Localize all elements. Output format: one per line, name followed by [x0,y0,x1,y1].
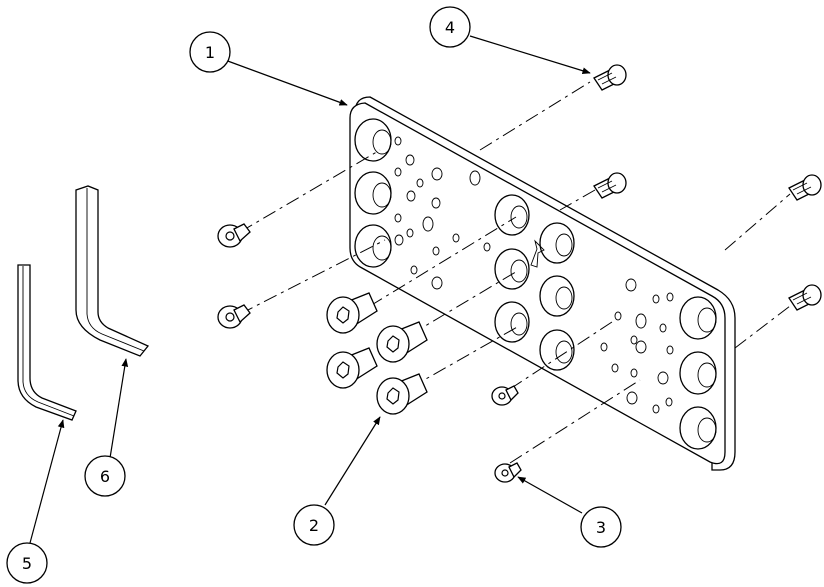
balloon-1-circle [189,31,231,73]
plate-holes-left [354,118,392,268]
hex-key-large [75,185,150,357]
flat-screw-group [326,292,428,415]
balloon-1-label: 1 [205,43,215,62]
balloon-2: 2 [293,504,335,546]
balloon-labels: 1 2 3 4 5 6 [6,6,622,584]
balloon-6-circle [84,455,126,497]
balloon-2-label: 2 [309,516,319,535]
assembly-lines [239,81,791,464]
balloon-3-circle [580,506,622,548]
balloon-6: 6 [84,455,126,497]
balloon-6-label: 6 [100,467,110,486]
plate-holes-right [679,296,717,450]
balloon-5: 5 [6,542,48,584]
balloon-2-circle [293,504,335,546]
balloon-3: 3 [580,506,622,548]
balloon-4-circle [429,6,471,48]
balloon-3-label: 3 [596,518,606,537]
balloon-1: 1 [189,31,231,73]
hex-key-small [17,264,77,421]
balloon-5-label: 5 [22,554,32,573]
button-screw-group-left [217,223,522,483]
socket-screw-group-right [593,64,822,311]
mounting-plate [349,96,736,471]
balloon-4: 4 [429,6,471,48]
leader-lines [29,35,591,544]
balloon-5-circle [6,542,48,584]
plate-small-holes [394,136,674,414]
balloon-4-label: 4 [445,18,455,37]
